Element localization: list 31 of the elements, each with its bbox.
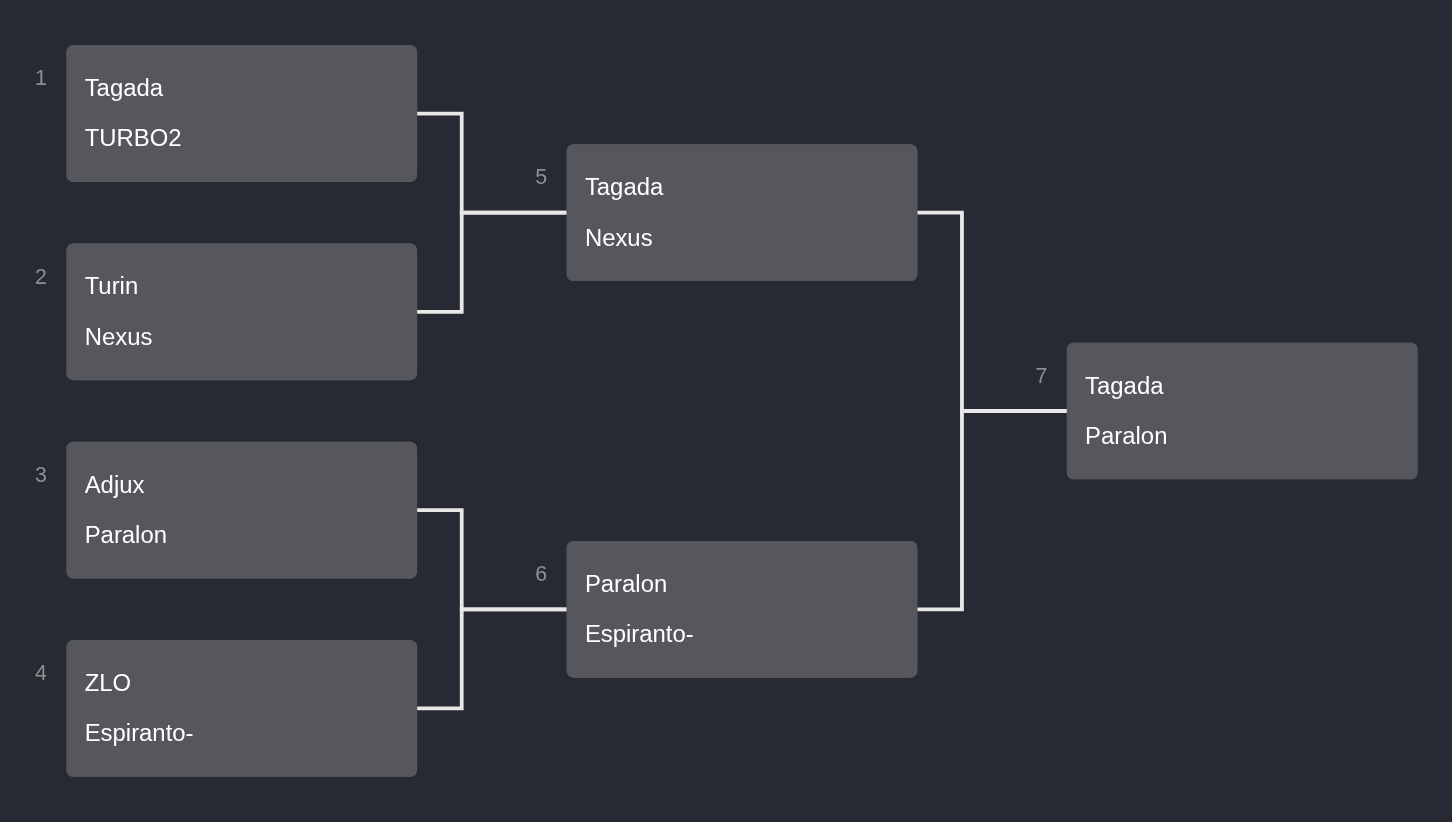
team-name: Turin: [84, 273, 139, 300]
match-box: [566, 540, 918, 678]
team-name: Tagada: [1085, 372, 1164, 399]
match-box: [66, 441, 418, 579]
match-number: 6: [535, 562, 548, 587]
team-name: ZLO: [84, 669, 132, 697]
team-name: Espiranto-: [584, 620, 694, 647]
match-box: [566, 144, 918, 282]
match-number: 3: [35, 462, 47, 487]
match-number: 1: [35, 66, 47, 91]
match-number: 5: [535, 165, 548, 190]
match-number: 4: [35, 661, 47, 686]
match-box: [66, 45, 418, 182]
bracket-line: [916, 409, 1068, 612]
team-name: Espiranto-: [84, 719, 194, 747]
team-name: Nexus: [584, 224, 653, 251]
team-name: Tagada: [584, 173, 664, 201]
match-number: 7: [1035, 363, 1048, 388]
match-number: 2: [35, 264, 47, 289]
team-name: TURBO2: [84, 124, 182, 152]
match-box: [66, 640, 418, 777]
match-box: [1066, 342, 1418, 480]
team-name: Adjux: [84, 471, 145, 498]
match-box: [66, 243, 418, 381]
team-name: Tagada: [84, 74, 164, 102]
team-name: Nexus: [84, 323, 153, 350]
bracket-line: [416, 210, 568, 314]
team-name: Paralon: [1085, 422, 1168, 449]
team-name: Paralon: [584, 570, 668, 597]
team-name: Paralon: [84, 521, 167, 548]
bracket-line: [416, 607, 568, 711]
